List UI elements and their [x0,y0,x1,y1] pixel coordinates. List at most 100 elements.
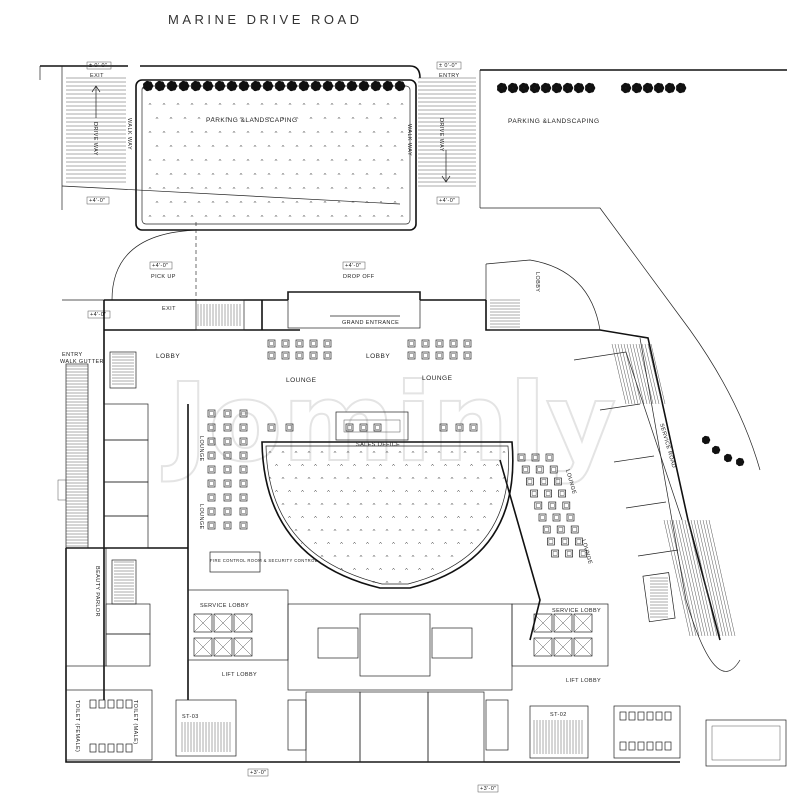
garden-mark [463,450,467,454]
service-road-label: SERVICE ROAD [658,423,677,469]
lounge-seat [223,507,232,516]
landscape-mark [274,102,278,106]
landscape-mark [344,214,348,218]
lounge-seat [207,507,216,516]
landscape-mark [316,102,320,106]
tree-icon [508,82,519,94]
landscape-mark [274,130,278,134]
landscape-mark [148,102,152,106]
hatch-line [632,343,648,405]
lounge-seat [285,423,294,432]
hatch-line [702,519,730,637]
garden-mark [333,450,337,454]
walkway-level-box-right [436,196,460,205]
landscape-mark [169,172,173,176]
walkway-level-right: +4'-0" [439,198,456,204]
bottom-right-level-box [477,784,499,793]
landscape-mark [365,144,369,148]
garden-mark [275,489,278,493]
landscape-mark [260,130,264,134]
garden-mark [398,554,402,558]
lounge-seat [542,525,551,534]
garden-mark [372,476,376,480]
lounge-seat [345,423,354,432]
tree-icon [215,80,226,92]
garden-mark [483,489,486,493]
lounge-seat [207,479,216,488]
landscape-mark [344,158,348,162]
lounge-seat [223,479,232,488]
tree-icon [632,82,643,94]
lounge-seat [223,465,232,474]
stair-st02 [529,705,589,759]
landscape-mark [386,214,390,218]
tree-icon [179,80,190,92]
tree-icon [519,82,530,94]
landscape-mark [379,144,383,148]
lounge-seat [207,423,216,432]
tree-icon [263,80,274,92]
garden-mark [353,463,356,467]
garden-mark [314,541,317,545]
landscape-mark [351,144,355,148]
garden-mark [301,541,304,545]
garden-mark [372,450,376,454]
fire-control-room [209,551,261,573]
garden-mark [398,450,402,454]
lounge-seat [223,409,232,418]
tree-icon [654,82,665,94]
garden-mark [450,502,454,506]
walk-way-right: WALK WAY [406,124,412,156]
garden-mark [294,476,298,480]
lounge-seat [267,339,276,348]
tree-icon [155,80,166,92]
road-title: MARINE DRIVE ROAD [168,12,363,27]
landscape-mark [148,130,152,134]
landscape-mark [239,144,243,148]
lounge-seat [562,501,571,510]
front-level: +4'-0" [90,312,107,318]
garden-mark [385,554,389,558]
entry-label: ENTRY [439,73,460,79]
garden-mark [444,463,447,467]
lounge-seat [548,501,557,510]
landscape-mark [176,130,180,134]
bottom-left-level-box [247,768,269,777]
walkway-level-left: +4'-0" [89,198,106,204]
lounge-seat [534,501,543,510]
lounge-seat [526,477,534,486]
lounge-seat [207,465,216,474]
garden-mark [372,554,376,558]
landscape-mark [351,116,355,120]
service-lobby-right [511,603,609,667]
tree-icon [335,80,346,92]
landscape-mark [323,116,327,120]
landscape-mark [246,130,250,134]
landscape-mark [162,102,166,106]
lounge-seat [552,513,561,522]
exit-small-label: EXIT [162,306,176,312]
drive-way-left-label: DRIVE WAY [92,122,98,156]
garden-mark [418,515,421,519]
garden-mark [366,541,369,545]
landscape-mark [211,116,215,120]
tree-icon [371,80,382,92]
stair-beauty [111,559,137,605]
lounge-seat [239,451,248,460]
garden-mark [424,476,428,480]
garden-mark [379,463,382,467]
landscape-mark [183,172,187,176]
parking-label-left: PARKING &LANDSCAPING [206,117,298,124]
landscape-mark [358,102,362,106]
lounge-seat [239,493,248,502]
walk-gutter-label: WALK GUTTER [60,359,104,365]
landscape-mark [183,116,187,120]
garden-mark [294,528,298,532]
drop-off-label: DROP OFF [343,274,375,280]
toilet-fixture [125,699,133,709]
toilet-fixture [619,741,627,751]
landscape-mark [260,158,264,162]
landscape-mark [225,116,229,120]
garden-mark [424,554,428,558]
landscape-mark [365,172,369,176]
